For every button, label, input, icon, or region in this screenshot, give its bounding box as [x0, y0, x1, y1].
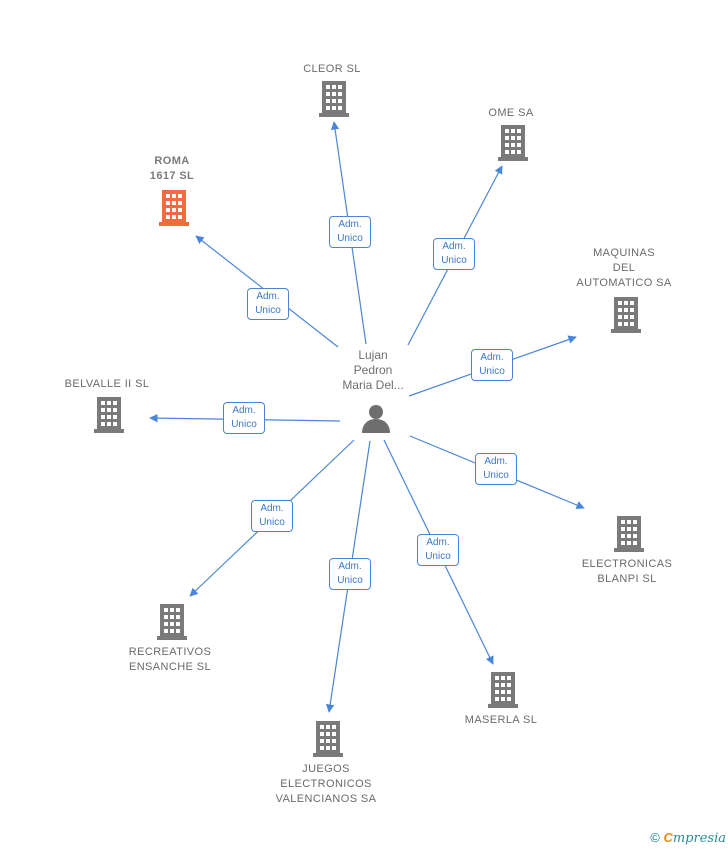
company-label-line: 1617 SL: [149, 170, 195, 182]
company-label-line: ROMA: [154, 155, 190, 167]
company-label-line: MAQUINAS: [593, 247, 655, 259]
building-icon[interactable]: [498, 125, 528, 161]
center-name-line-3: Maria Del...: [342, 378, 404, 392]
relation-badge-line-2: Unico: [231, 419, 257, 430]
edges-layer: [149, 121, 585, 713]
center-name-line-1: Lujan: [358, 348, 388, 362]
company-label-juegos-electronicos-valencianos-sa[interactable]: JUEGOS ELECTRONICOS VALENCIANOS SA: [251, 762, 401, 807]
company-label-line: ELECTRONICOS: [280, 778, 372, 790]
relation-badge-cleor-sl[interactable]: Adm. Unico: [329, 216, 371, 248]
relation-badge-line-1: Adm.: [480, 352, 504, 363]
company-label-belvalle-ii-sl[interactable]: BELVALLE II SL: [32, 377, 182, 392]
company-label-line: AUTOMATICO SA: [576, 277, 672, 289]
relation-badge-belvalle-ii-sl[interactable]: Adm. Unico: [223, 402, 265, 434]
company-label-roma-1617-sl[interactable]: ROMA 1617 SL: [97, 154, 247, 184]
relation-badge-line-2: Unico: [337, 233, 363, 244]
company-label-line: BLANPI SL: [597, 573, 657, 585]
relation-badge-line-1: Adm.: [260, 503, 284, 514]
company-label-line: DEL: [612, 262, 636, 274]
relation-badge-line-2: Unico: [255, 305, 281, 316]
building-icon[interactable]: [488, 672, 518, 708]
relation-badge-line-1: Adm.: [232, 405, 256, 416]
center-name-line-2: Pedron: [353, 363, 393, 377]
building-icon[interactable]: [94, 397, 124, 433]
relation-badge-roma-1617-sl[interactable]: Adm. Unico: [247, 288, 289, 320]
building-icon[interactable]: [159, 190, 189, 226]
relation-badge-electronicas-blanpi-sl[interactable]: Adm. Unico: [475, 453, 517, 485]
company-label-line: JUEGOS: [302, 763, 350, 775]
company-label-line: OME SA: [488, 107, 534, 119]
person-body: [362, 419, 390, 433]
building-icon[interactable]: [319, 81, 349, 117]
brand-name: mpresia: [672, 831, 726, 846]
company-label-recreativos-ensanche-sl[interactable]: RECREATIVOS ENSANCHE SL: [95, 645, 245, 675]
company-label-line: RECREATIVOS: [128, 646, 212, 658]
relation-badge-maserla-sl[interactable]: Adm. Unico: [417, 534, 459, 566]
relation-badge-ome-sa[interactable]: Adm. Unico: [433, 238, 475, 270]
company-label-maserla-sl[interactable]: MASERLA SL: [426, 713, 576, 728]
company-label-line: VALENCIANOS SA: [275, 793, 377, 805]
relation-badge-line-2: Unico: [259, 517, 285, 528]
icons-layer: [94, 81, 644, 757]
company-label-electronicas-blanpi-sl[interactable]: ELECTRONICAS BLANPI SL: [552, 557, 702, 587]
company-label-cleor-sl[interactable]: CLEOR SL: [257, 62, 407, 77]
relation-badge-line-2: Unico: [441, 255, 467, 266]
relation-badge-line-2: Unico: [483, 470, 509, 481]
copyright-symbol: ©: [650, 830, 660, 845]
relation-badge-maquinas-del-automatico-sa[interactable]: Adm. Unico: [471, 349, 513, 381]
relation-badge-recreativos-ensanche-sl[interactable]: Adm. Unico: [251, 500, 293, 532]
company-label-line: ENSANCHE SL: [128, 661, 212, 673]
building-icon[interactable]: [157, 604, 187, 640]
relation-badge-line-2: Unico: [479, 366, 505, 377]
brand-initial: C: [663, 830, 673, 845]
building-icon[interactable]: [313, 721, 343, 757]
company-label-ome-sa[interactable]: OME SA: [436, 106, 586, 121]
relation-badge-line-2: Unico: [337, 575, 363, 586]
company-label-line: CLEOR SL: [303, 63, 361, 75]
company-label-line: ELECTRONICAS: [581, 558, 673, 570]
relation-badge-line-1: Adm.: [442, 241, 466, 252]
relation-badge-line-2: Unico: [425, 551, 451, 562]
person-head: [369, 405, 383, 419]
relation-badge-juegos-electronicos-valencianos-sa[interactable]: Adm. Unico: [329, 558, 371, 590]
building-icon[interactable]: [614, 516, 644, 552]
company-label-line: BELVALLE II SL: [64, 378, 150, 390]
person-icon[interactable]: [362, 405, 390, 433]
relation-badge-line-1: Adm.: [338, 561, 362, 572]
footer-brand[interactable]: © Cmpresia: [650, 830, 726, 846]
building-icon[interactable]: [611, 297, 641, 333]
center-person-label[interactable]: Lujan Pedron Maria Del...: [318, 348, 428, 393]
company-label-line: MASERLA SL: [464, 714, 538, 726]
relation-badge-line-1: Adm.: [256, 291, 280, 302]
relation-badge-line-1: Adm.: [484, 456, 508, 467]
company-label-maquinas-del-automatico-sa[interactable]: MAQUINAS DEL AUTOMATICO SA: [549, 246, 699, 291]
relation-badge-line-1: Adm.: [338, 219, 362, 230]
relation-badge-line-1: Adm.: [426, 537, 450, 548]
